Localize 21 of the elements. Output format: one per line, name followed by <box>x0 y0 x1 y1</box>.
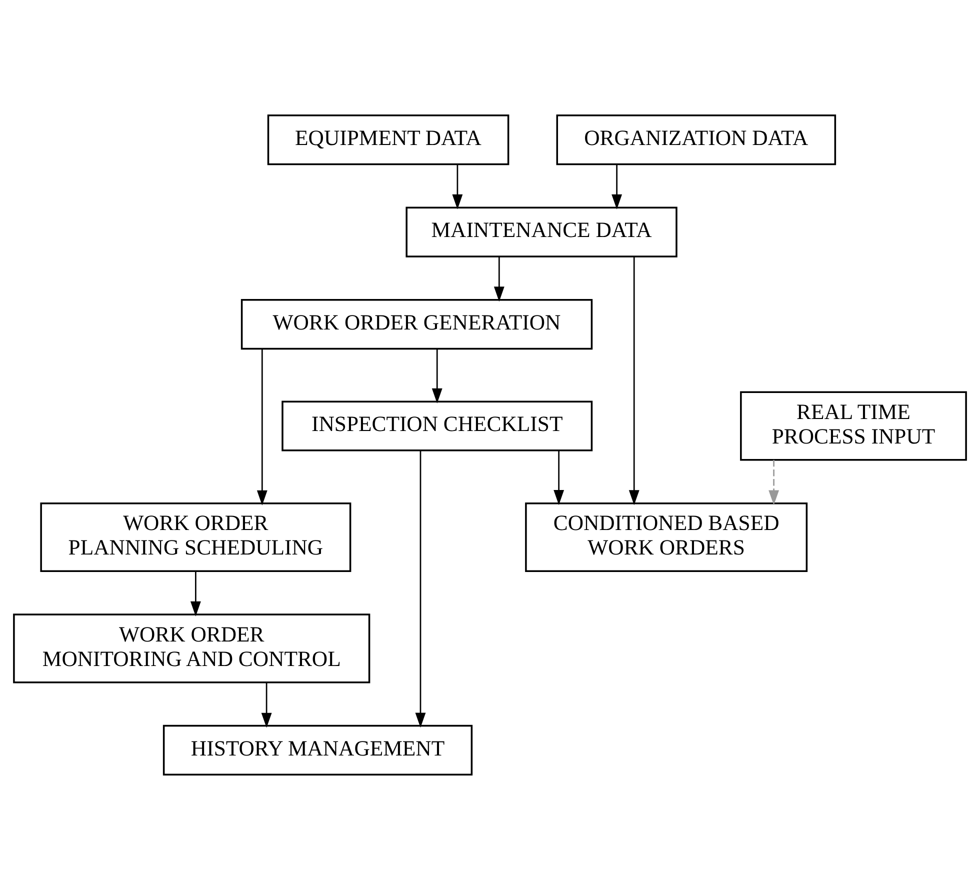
arrow <box>612 164 622 209</box>
node-box: ORGANIZATION DATA <box>556 114 836 165</box>
arrow <box>494 256 504 302</box>
node-box: EQUIPMENT DATA <box>267 114 510 165</box>
node-box: WORK ORDER PLANNING SCHEDULING <box>40 502 352 572</box>
node-box: HISTORY MANAGEMENT <box>162 724 473 775</box>
node-box: MAINTENANCE DATA <box>406 206 678 257</box>
arrow <box>554 450 564 504</box>
arrow <box>432 348 442 403</box>
arrow <box>261 682 272 728</box>
node-box: INSPECTION CHECKLIST <box>282 400 593 451</box>
node-box: CONDITIONED BASED WORK ORDERS <box>525 502 808 572</box>
node-box: WORK ORDER GENERATION <box>240 298 593 350</box>
arrow <box>768 459 780 505</box>
arrow <box>628 256 640 505</box>
arrow <box>256 348 268 505</box>
node-box: WORK ORDER MONITORING AND CONTROL <box>13 613 370 683</box>
arrow <box>415 450 426 728</box>
arrow <box>190 570 201 616</box>
arrow <box>452 164 463 209</box>
node-box: REAL TIME PROCESS INPUT <box>740 390 967 460</box>
